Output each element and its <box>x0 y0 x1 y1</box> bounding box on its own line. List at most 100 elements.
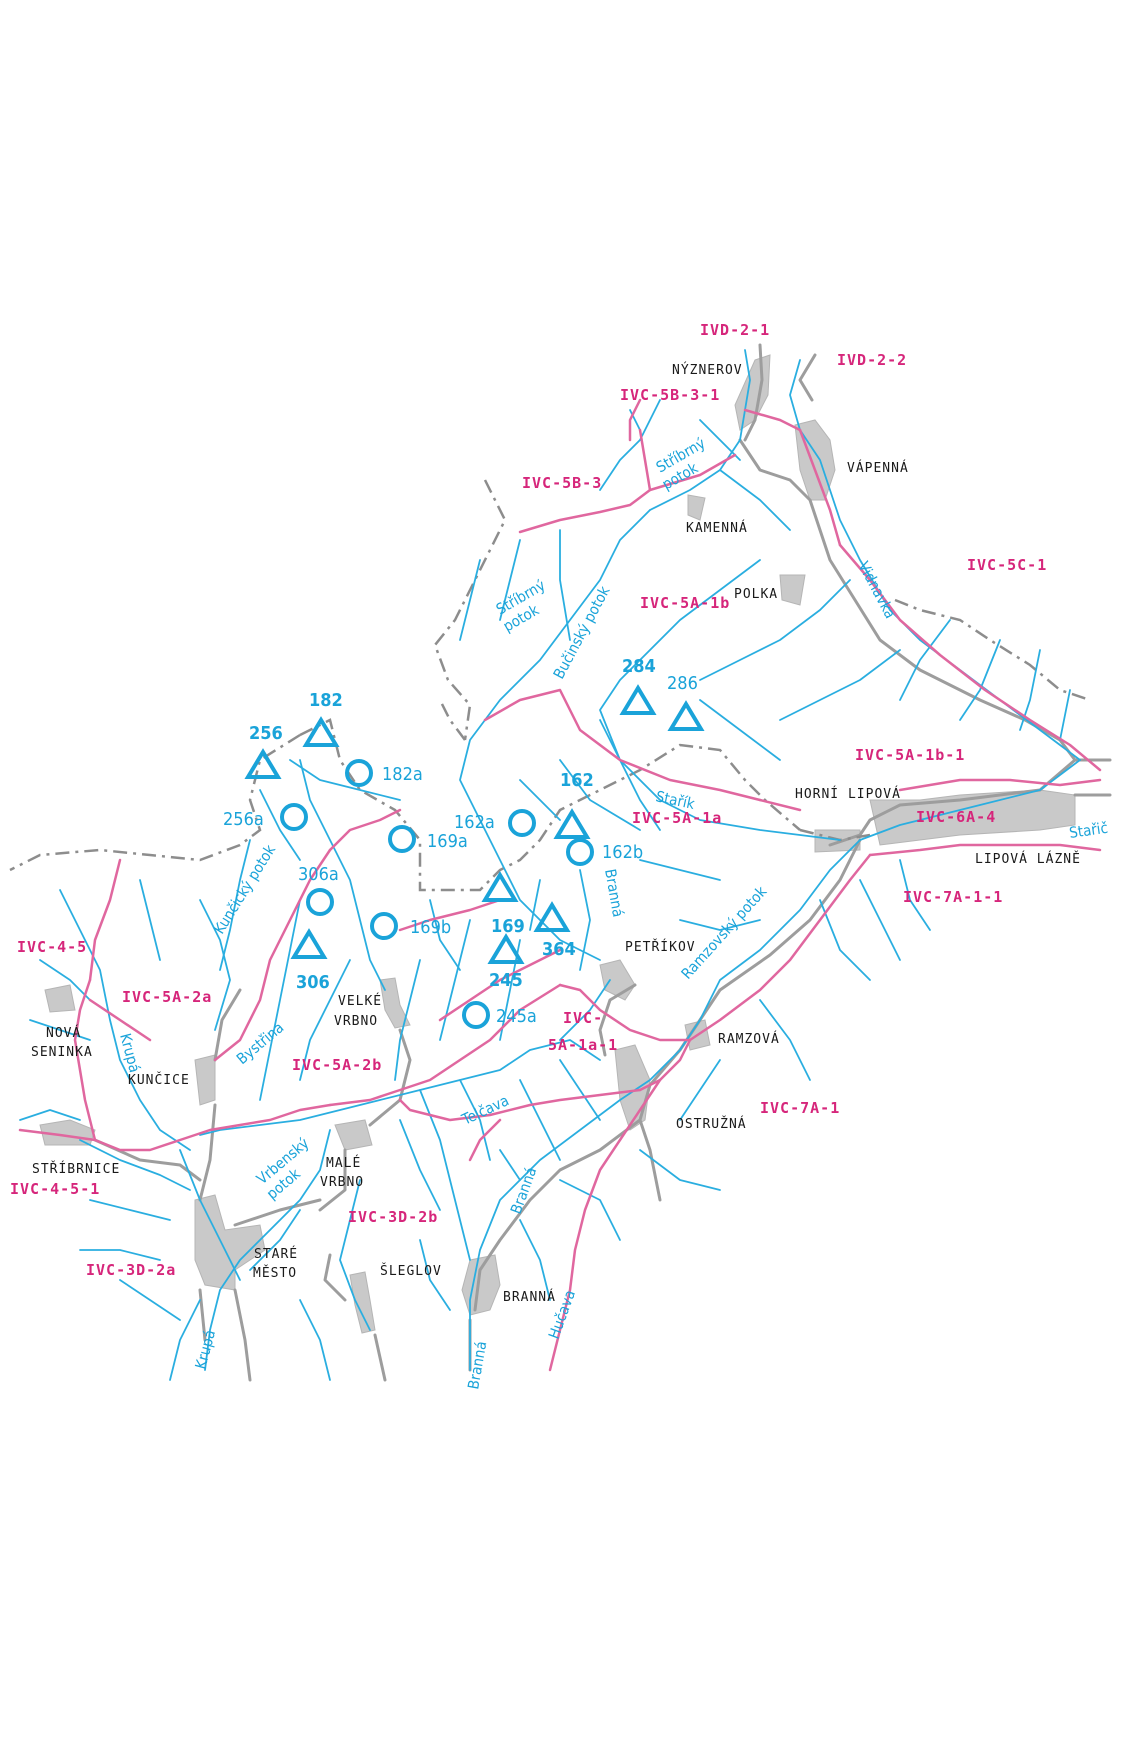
river-label: Bučinský potok <box>550 583 614 682</box>
river-label: Krupá <box>116 1031 144 1074</box>
settlement-kuncice <box>194 1054 216 1106</box>
settlement-kamenna <box>687 494 706 521</box>
town-label: VRBNO <box>320 1175 364 1190</box>
circle-site-marker <box>508 809 536 837</box>
site-label: 182 <box>309 690 343 711</box>
town-label: ŠLEGLOV <box>380 1263 442 1279</box>
river-label: Bystřina <box>233 1018 287 1068</box>
town-label: KAMENNÁ <box>686 520 748 536</box>
zone-label: IVC-3D-2a <box>86 1261 176 1279</box>
zone-label: IVC-3D-2b <box>348 1208 438 1226</box>
zone-label: IVD-2-1 <box>700 321 770 339</box>
town-label: RAMZOVÁ <box>718 1031 780 1047</box>
circle-site-marker <box>462 1001 490 1029</box>
zone-label: IVC-5C-1 <box>967 556 1047 574</box>
site-label: 162b <box>602 842 643 863</box>
town-label: STŘÍBRNICE <box>32 1161 120 1177</box>
town-label: HORNÍ LIPOVÁ <box>795 786 901 802</box>
town-label: MĚSTO <box>253 1265 297 1281</box>
zone-label: IVC-4-5 <box>17 938 87 956</box>
site-label: 162a <box>454 812 495 833</box>
river-label: Branná <box>601 868 627 919</box>
zone-label: IVC-7A-1 <box>760 1099 840 1117</box>
zone-label: IVC-7A-1-1 <box>903 888 1003 906</box>
town-label: BRANNÁ <box>503 1289 556 1305</box>
zone-label: IVC-5A-1b-1 <box>855 746 965 764</box>
site-label: 169a <box>427 831 468 852</box>
triangle-site-marker <box>667 700 705 731</box>
zone-label: IVC-6A-4 <box>916 808 996 826</box>
site-label: 245 <box>489 970 523 991</box>
river-label: Branná <box>464 1340 490 1391</box>
circle-site-marker <box>345 759 373 787</box>
settlement-sleglov <box>349 1271 376 1334</box>
town-label: VELKÉ <box>338 993 382 1009</box>
triangle-site-marker <box>302 716 340 747</box>
circle-site-marker <box>306 888 334 916</box>
town-label: PETŘÍKOV <box>625 939 696 955</box>
site-label: 306 <box>296 972 330 993</box>
triangle-site-marker <box>553 808 591 839</box>
town-label: STARÉ <box>254 1246 298 1262</box>
zone-labels: IVD-2-1 IVD-2-2 IVC-5B-3-1 IVC-5B-3 IVC-… <box>10 321 1047 1279</box>
zone-label: IVC-5B-3 <box>522 474 602 492</box>
settlement-stare-mesto <box>194 1194 266 1291</box>
site-label: 169b <box>410 917 451 938</box>
zone-label: IVC- <box>563 1009 603 1027</box>
site-label: 182a <box>382 764 423 785</box>
site-label: 169 <box>491 916 525 937</box>
town-label: NÝZNEROV <box>672 362 743 378</box>
triangle-site-marker <box>244 748 282 779</box>
zone-label: IVC-5A-2b <box>292 1056 382 1074</box>
town-label: NOVÁ <box>46 1025 81 1041</box>
river-label: Krupá <box>191 1328 219 1371</box>
town-label: POLKA <box>734 587 778 602</box>
zone-label: IVD-2-2 <box>837 351 907 369</box>
triangle-site-marker <box>481 871 519 902</box>
triangle-site-marker <box>619 684 657 715</box>
settlement-male-vrbno <box>334 1119 373 1151</box>
river-label: Ramzovský potok <box>678 882 771 982</box>
river-label: Branná <box>507 1165 540 1217</box>
triangle-site-marker <box>290 928 328 959</box>
town-label: OSTRUŽNÁ <box>676 1116 747 1132</box>
river-label: Kunčický potok <box>210 841 279 937</box>
settlement-branna <box>461 1254 501 1316</box>
site-label: 162 <box>560 770 594 791</box>
town-label: VRBNO <box>334 1014 378 1029</box>
circle-site-marker <box>566 838 594 866</box>
site-label: 256a <box>223 809 264 830</box>
circle-site-marker <box>388 825 416 853</box>
site-label: 286 <box>667 673 698 694</box>
settlement-velke-vrbno <box>379 977 411 1029</box>
river-label: Telčava <box>458 1091 512 1129</box>
town-label: MALÉ <box>326 1155 361 1171</box>
site-label: 364 <box>542 939 576 960</box>
zone-label: IVC-5B-3-1 <box>620 386 720 404</box>
zone-label: 5A-1a-1 <box>548 1036 618 1054</box>
settlement-nova-seninka <box>44 984 76 1013</box>
triangle-site-marker <box>533 901 571 932</box>
site-labels: 182 256 182a 256a 169a 306a 169b 306 162… <box>223 656 698 1027</box>
triangle-site-marker <box>487 933 525 964</box>
town-label: SENINKA <box>31 1045 93 1060</box>
zone-label: IVC-5A-1b <box>640 594 730 612</box>
zone-label: IVC-5A-2a <box>122 988 212 1006</box>
zone-label: IVC-5A-1a <box>632 809 722 827</box>
town-label: VÁPENNÁ <box>847 460 909 476</box>
zone-boundaries <box>18 398 1102 1372</box>
river-label: Stařič <box>1068 819 1109 842</box>
circle-site-marker <box>280 803 308 831</box>
town-labels: NÝZNEROV VÁPENNÁ KAMENNÁ POLKA HORNÍ LIP… <box>31 362 1081 1305</box>
site-label: 306a <box>298 864 339 885</box>
site-label: 245a <box>496 1006 537 1027</box>
town-label: LIPOVÁ LÁZNĚ <box>975 851 1081 867</box>
site-markers <box>244 684 705 1029</box>
circle-site-marker <box>370 912 398 940</box>
settlement-polka <box>779 574 806 606</box>
town-label: KUNČICE <box>128 1072 190 1088</box>
site-label: 256 <box>249 723 283 744</box>
rivers <box>19 349 1081 1381</box>
zone-label: IVC-4-5-1 <box>10 1180 100 1198</box>
